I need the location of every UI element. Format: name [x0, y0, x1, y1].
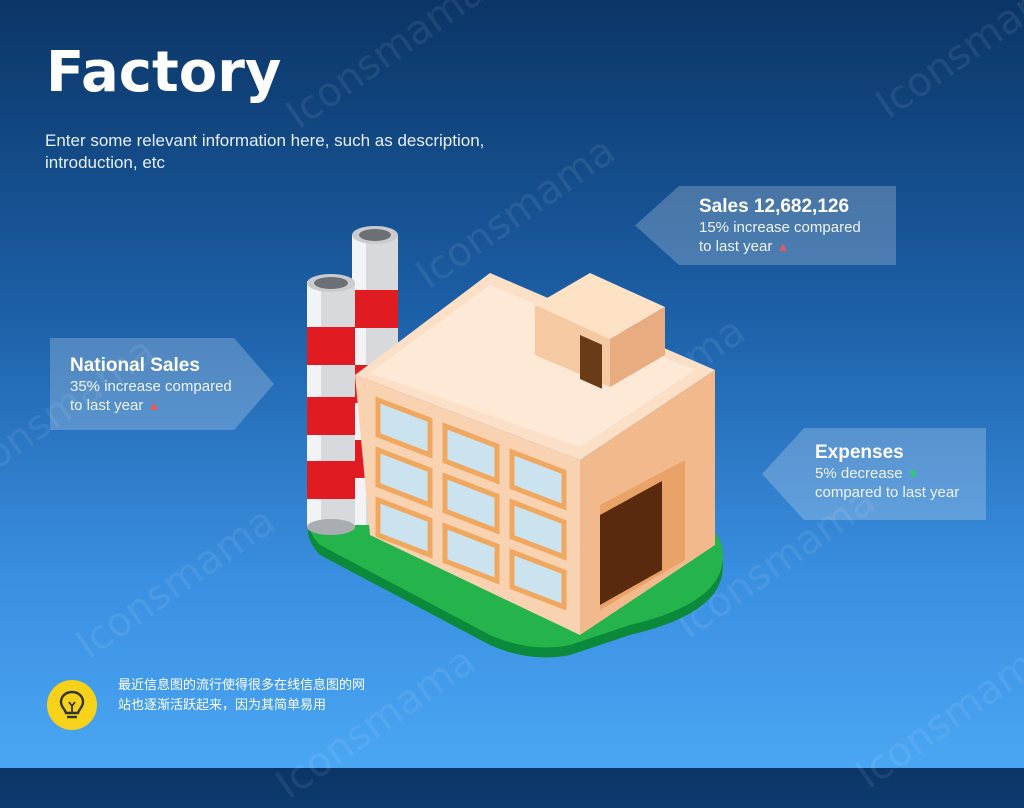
- national-sales-callout: National Sales 35% increase compared to …: [50, 338, 274, 430]
- national-sales-desc-1: 35% increase compared: [70, 378, 232, 395]
- expenses-desc-1: 5% decrease: [815, 465, 903, 482]
- national-sales-heading: National Sales: [70, 355, 200, 376]
- factory-illustration: [307, 226, 723, 658]
- callout-shape: [762, 428, 986, 520]
- watermark: Iconsmama: [847, 627, 1024, 799]
- watermark: Iconsmama: [277, 0, 494, 139]
- tip-text: 最近信息图的流行使得很多在线信息图的网站也逐渐活跃起来，因为其简单易用: [118, 678, 366, 713]
- expenses-heading: Expenses: [815, 442, 904, 463]
- expenses-desc-2: compared to last year: [815, 484, 960, 501]
- sales-callout: Sales 12,682,126 15% increase compared t…: [635, 186, 896, 265]
- watermark: Iconsmama: [67, 497, 284, 669]
- sales-desc-1: 15% increase compared: [699, 219, 861, 236]
- callout-shape: [50, 338, 274, 430]
- lightbulb-icon: [47, 680, 97, 730]
- triangle-down-icon: ▼: [906, 466, 920, 481]
- page-subtitle: Enter some relevant information here, su…: [45, 131, 485, 172]
- national-sales-desc-2: to last year: [70, 397, 144, 414]
- chimney-icon: [307, 274, 355, 535]
- sales-desc-2: to last year: [699, 238, 773, 255]
- callout-shape: [635, 186, 896, 265]
- watermark: Iconsmama: [867, 0, 1024, 129]
- triangle-up-icon: ▲: [147, 398, 161, 413]
- page-title: Factory: [46, 40, 282, 105]
- expenses-callout: Expenses 5% decrease ▼ compared to last …: [762, 428, 986, 520]
- triangle-up-icon: ▲: [776, 239, 790, 254]
- sales-heading: Sales 12,682,126: [699, 196, 850, 217]
